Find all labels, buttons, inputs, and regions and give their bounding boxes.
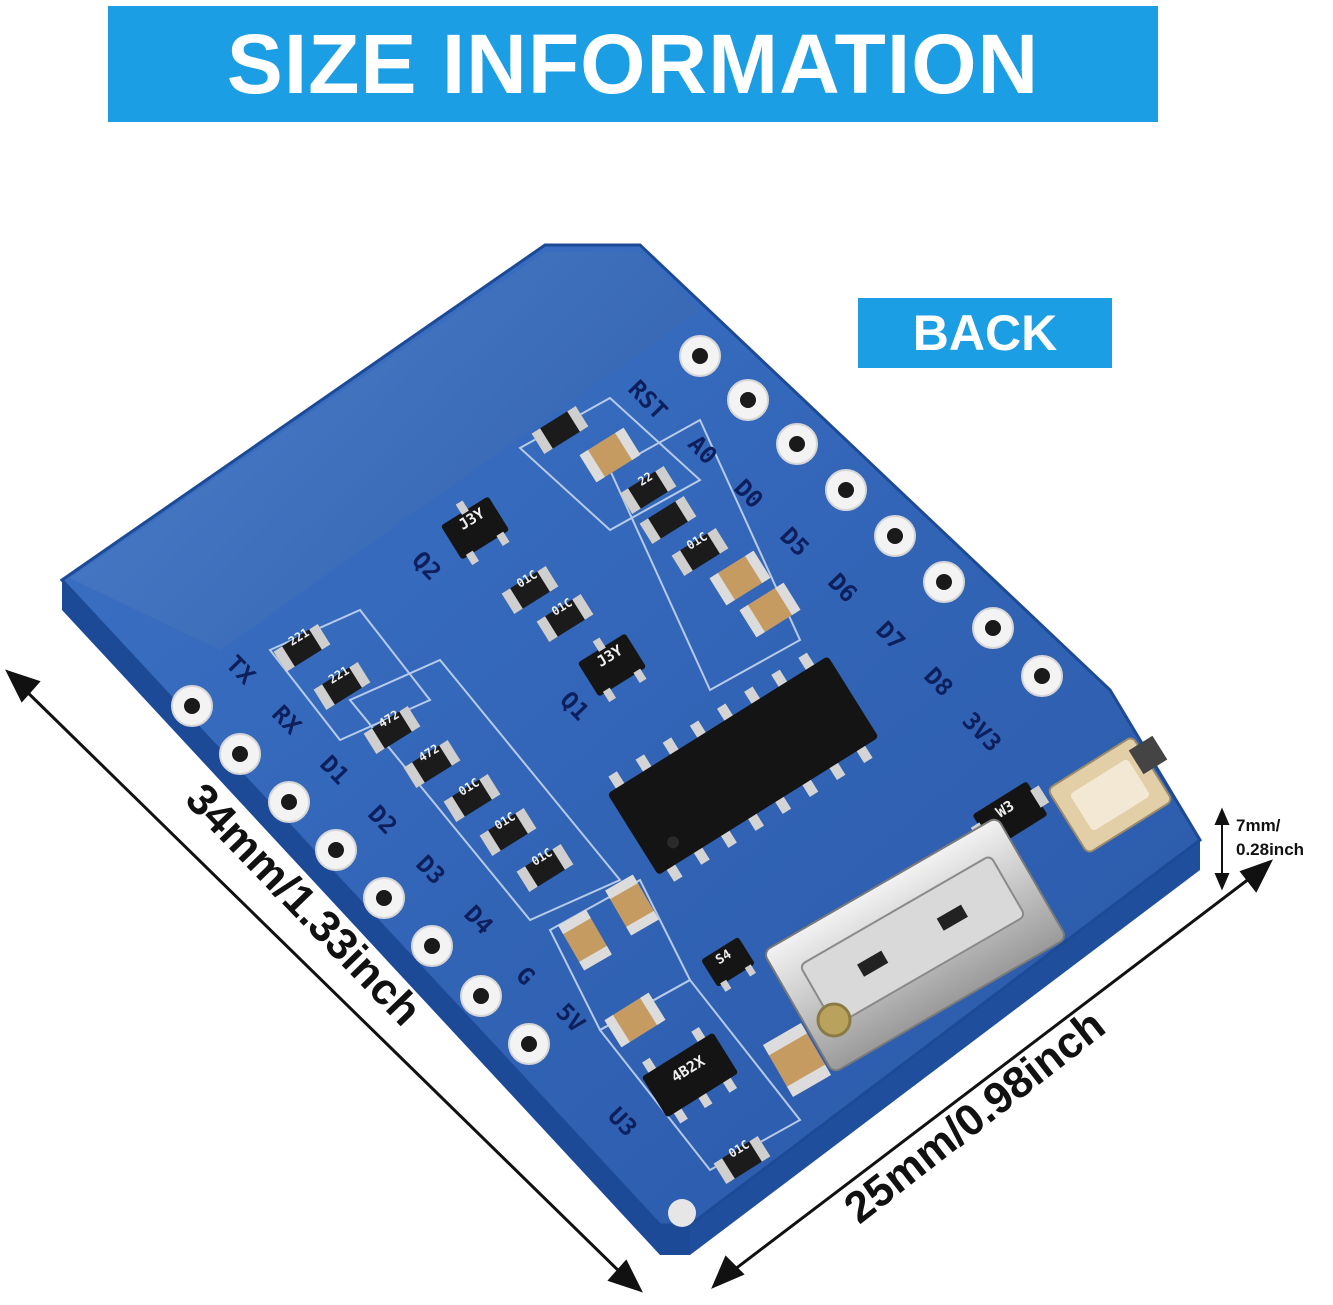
thickness-inch: 0.28inch (1236, 840, 1305, 859)
transistor-s4 (701, 937, 756, 992)
pin-hole (315, 829, 357, 871)
resistor (531, 406, 589, 454)
resistor (619, 466, 677, 514)
pin-hole (268, 781, 310, 823)
width-dimension-arrow (711, 859, 1274, 1289)
size-information-banner: SIZE INFORMATION (108, 6, 1158, 122)
resistor (313, 662, 371, 710)
resistor (713, 1136, 771, 1184)
resistor (443, 774, 501, 822)
pin-hole (219, 733, 261, 775)
main-ic-chip (608, 652, 878, 882)
pin-hole (923, 561, 965, 603)
regulator-ic (642, 1026, 738, 1124)
pin-hole (776, 423, 818, 465)
resistor (671, 528, 729, 576)
reset-button-knob (1128, 735, 1168, 775)
pin-hole (460, 975, 502, 1017)
thickness-dimension-arrow (1214, 807, 1230, 891)
pin-hole (363, 877, 405, 919)
pin-hole (1021, 655, 1063, 697)
capacitor (579, 427, 641, 483)
capacitor (762, 1023, 832, 1097)
resistor (639, 496, 697, 544)
resistor (536, 594, 594, 642)
gold-pad (816, 1002, 852, 1038)
board-edge-right (690, 840, 1200, 1255)
resistor (501, 566, 559, 614)
resistor (273, 624, 331, 672)
banner-title: SIZE INFORMATION (226, 16, 1040, 111)
capacitor (739, 582, 801, 638)
right-header-holes (679, 335, 1063, 697)
pin-hole (972, 607, 1014, 649)
left-header-holes (171, 685, 550, 1065)
pin-hole (508, 1023, 550, 1065)
transistor-q1 (578, 634, 647, 703)
smd-capacitors (558, 427, 832, 1097)
pin-hole (171, 685, 213, 727)
thickness-dimension-label: 7mm/ 0.28inch (1236, 814, 1332, 862)
pin-hole (874, 515, 916, 557)
capacitor (604, 992, 666, 1048)
back-label-text: BACK (912, 305, 1058, 361)
length-dimension-arrow (5, 669, 643, 1293)
transistor-q2 (441, 497, 510, 566)
pin-hole (727, 379, 769, 421)
pin-hole (411, 925, 453, 967)
resistor (363, 706, 421, 754)
capacitor (558, 909, 612, 971)
capacitor (605, 874, 659, 936)
smd-resistors (273, 406, 771, 1184)
capacitor (709, 550, 771, 606)
back-side-label: BACK (858, 298, 1112, 368)
thickness-mm: 7mm/ (1236, 816, 1281, 835)
pin-hole (825, 469, 867, 511)
resistor (403, 740, 461, 788)
pin-hole (679, 335, 721, 377)
transistors (441, 497, 756, 992)
fiducial-dot (668, 1199, 696, 1227)
resistor (479, 808, 537, 856)
resistor (516, 844, 574, 892)
board-shield (70, 252, 700, 650)
